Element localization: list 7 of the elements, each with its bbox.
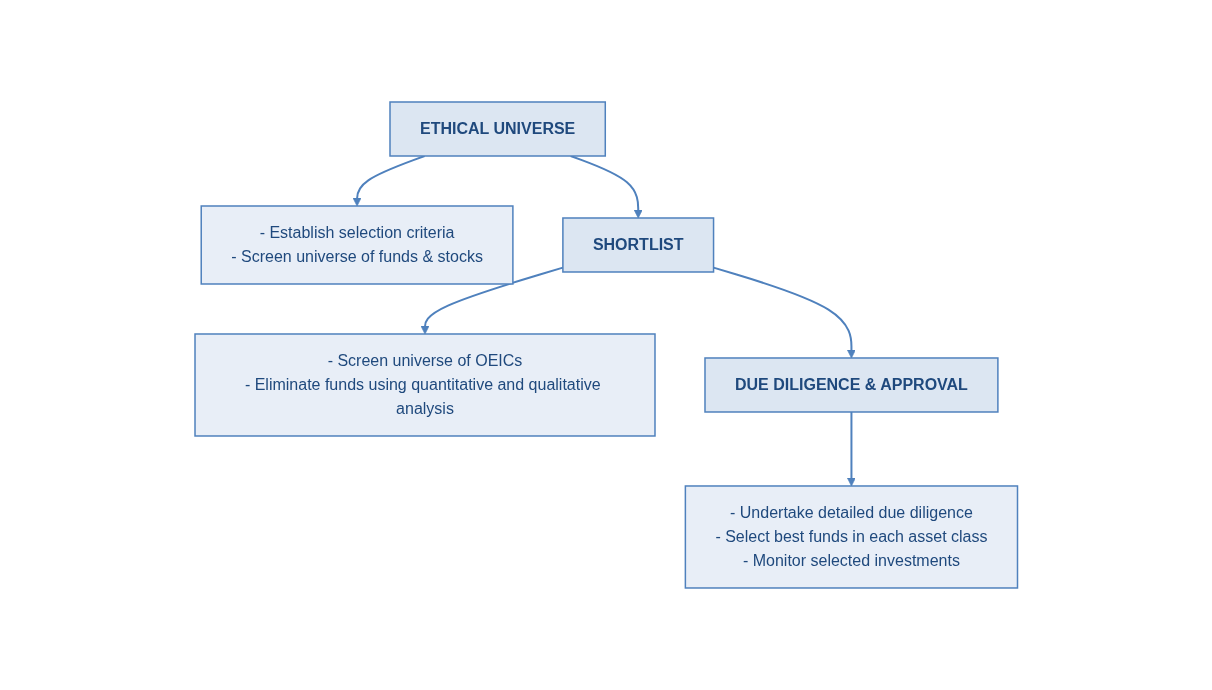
- node-box: ETHICAL UNIVERSE: [389, 101, 606, 157]
- arrow: [846, 411, 856, 487]
- node-box: - Screen universe of OEICs - Eliminate funds using quantitative and qualitative analysis: [194, 333, 656, 437]
- node-box: SHORTLIST: [561, 217, 715, 273]
- node-box: DUE DILIGENCE & APPROVAL: [704, 357, 999, 413]
- node-box: - Establish selection criteria - Screen universe of funds & stocks: [200, 205, 514, 285]
- node-box: - Undertake detailed due diligence - Select best funds in each asset class - Monitor selected investments: [684, 485, 1018, 589]
